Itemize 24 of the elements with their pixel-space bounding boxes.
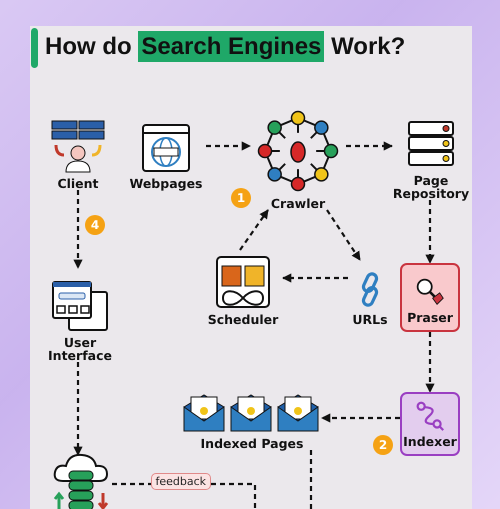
edge-label: feedback (150, 473, 212, 490)
dashed-arrow (425, 332, 435, 393)
process-box (400, 263, 460, 332)
node-label: Indexer (403, 434, 457, 448)
node-label: Client (57, 176, 99, 190)
node-label: Crawler (270, 196, 326, 210)
dashed-arrow (326, 209, 361, 261)
node-label: Webpages (129, 176, 203, 190)
title: How do Search Engines Work? (45, 33, 406, 61)
dashed-arrow (206, 141, 251, 151)
dashed-arrow (73, 362, 83, 456)
dashed-arrow (239, 209, 269, 251)
process-box (400, 392, 460, 456)
node-label: Indexed Pages (200, 436, 304, 450)
dashed-arrow (282, 273, 348, 283)
dashed-arrow (425, 200, 435, 264)
dashed-arrow (73, 190, 83, 269)
node-label: Praser (407, 310, 453, 324)
node-label: URLs (352, 312, 388, 326)
node-label: User Interface (47, 336, 113, 362)
dashed-arrow (321, 413, 400, 423)
dashed-arrow (346, 141, 393, 151)
node-label: Scheduler (208, 312, 278, 326)
node-label: Page Repository (392, 174, 470, 200)
